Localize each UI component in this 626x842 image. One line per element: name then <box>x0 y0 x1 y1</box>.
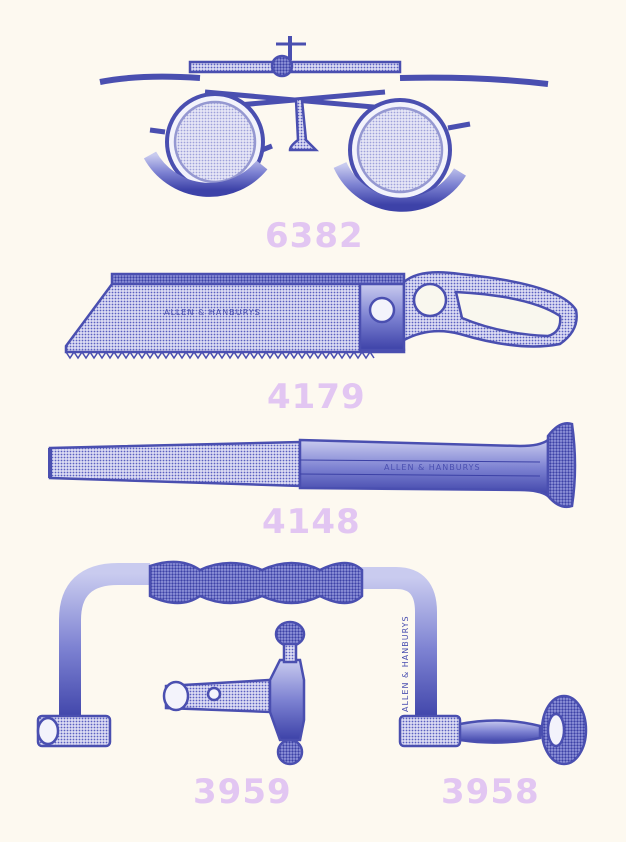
catalogue-number-3959: 3959 <box>193 772 292 812</box>
brace-inscription: ALLEN & HANBURYS <box>401 615 410 712</box>
catalogue-number-3958: 3958 <box>441 772 540 812</box>
catalogue-number-4179: 4179 <box>267 377 366 417</box>
trial-frame-illustration <box>99 36 549 212</box>
t-key-illustration <box>162 620 306 766</box>
catalogue-number-4148: 4148 <box>262 502 361 542</box>
saw-inscription: ALLEN & HANBURYS <box>164 308 261 317</box>
saw-illustration <box>64 271 578 360</box>
chisel-illustration <box>48 422 577 509</box>
catalogue-number-6382: 6382 <box>265 216 364 256</box>
brace-illustration <box>36 560 588 766</box>
chisel-inscription: ALLEN & HANBURYS <box>384 463 481 472</box>
